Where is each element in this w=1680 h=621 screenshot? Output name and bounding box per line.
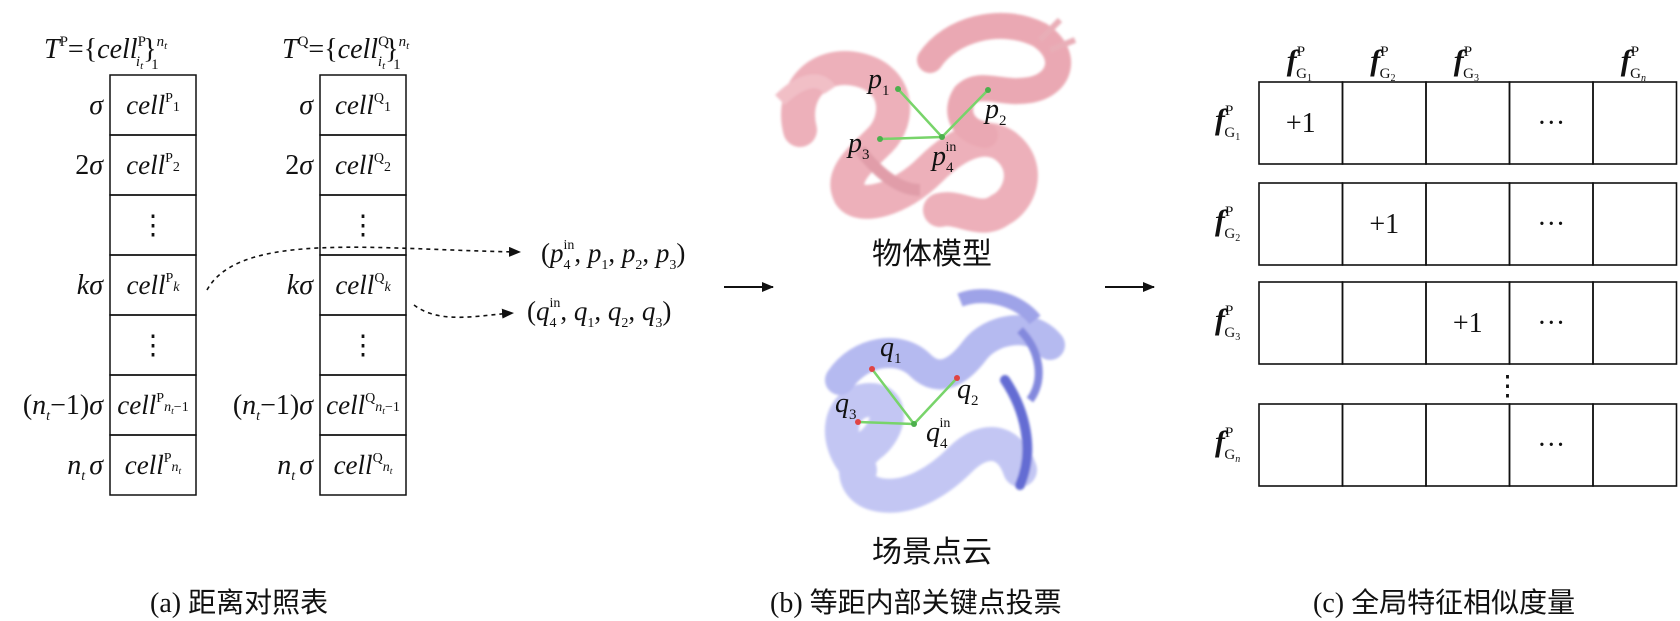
table-q-cell-text-5: ⋮	[350, 330, 377, 360]
table-q-cell-text-7: cellQnt	[334, 450, 393, 480]
scene-label: 场景点云	[872, 536, 992, 569]
table-p-cell-text-3: ⋮	[140, 210, 167, 240]
table-p-cell-text-2: cellP2	[126, 150, 180, 180]
point-label-q2: q2	[957, 374, 979, 409]
grid-cell-r2-c1	[1258, 182, 1344, 266]
table-p-row-label-1: σ	[89, 90, 104, 121]
table-p-cell-text-1: cellP1	[126, 90, 180, 120]
point-label-q1: q1	[880, 332, 902, 367]
tuple-p: (p4in, p1, p2, p3)	[541, 238, 685, 273]
table-q-row-label-2: 2σ	[285, 150, 314, 181]
grid-value-r3-c4: ···	[1537, 308, 1565, 339]
table-p-row-label-6: (nt−1)σ	[23, 390, 104, 424]
grid-value-r2-c4: ···	[1537, 209, 1565, 240]
point-label-p4in: p4in	[930, 140, 956, 176]
table-q-row-label-6: (nt−1)σ	[233, 390, 314, 424]
table-q-cell-text-1: cellQ1	[335, 90, 391, 120]
model-dragon-image	[775, 12, 1077, 233]
table-q-row-label-4: kσ	[287, 270, 314, 301]
point-label-p3: p3	[846, 128, 870, 163]
dashed-arrow-p	[206, 246, 521, 291]
table-q-cell-text-6: cellQnt−1	[326, 390, 400, 420]
grid-value-r1-c4: ···	[1537, 108, 1565, 139]
table-q-cell-text-4: cellQk	[335, 270, 391, 300]
point-label-p1: p1	[866, 64, 890, 99]
grid-cell-r4-c5	[1592, 403, 1678, 487]
grid-value-r3-c3: +1	[1453, 308, 1483, 339]
table-p-cell-text-5: ⋮	[140, 330, 167, 360]
table-q-cell-7	[319, 434, 407, 496]
grid-value-r4-c4: ···	[1537, 430, 1565, 461]
table-p-cell-7	[109, 434, 197, 496]
grid-cell-r4-c1	[1258, 403, 1344, 487]
grid-cell-r1-c2	[1341, 81, 1427, 165]
point-label-p2: p2	[983, 94, 1007, 129]
table-p-cell-text-7: cellPnt	[125, 450, 182, 480]
caption-c: (c) 全局特征相似度量	[1313, 587, 1575, 619]
grid-cell-r3-c5	[1592, 281, 1678, 365]
grid-vdots: ⋮	[1494, 371, 1522, 402]
table-p-row-label-2: 2σ	[75, 150, 104, 181]
grid-cell-r3-c1	[1258, 281, 1344, 365]
tuple-q: (q4in, q1, q2, q3)	[527, 296, 671, 331]
grid-cell-r4-c3	[1425, 403, 1511, 487]
caption-b: (b) 等距内部关键点投票	[770, 587, 1062, 619]
dashed-arrow-q	[413, 304, 514, 319]
table-p-row-label-4: kσ	[77, 270, 104, 301]
table-q-cell-text-3: ⋮	[350, 210, 377, 240]
grid-cell-r1-c3	[1425, 81, 1511, 165]
table-q-row-label-1: σ	[299, 90, 314, 121]
scene-dragon-image	[825, 289, 1065, 513]
grid-cell-r1-c5	[1592, 81, 1678, 165]
point-label-q3: q3	[835, 388, 857, 423]
grid-cell-r4-c2	[1341, 403, 1427, 487]
grid-value-r1-c1: +1	[1286, 108, 1316, 139]
table-q: cellQ1 σ cellQ2 2σ ⋮ cellQk kσ ⋮ cellQnt−1 (nt−1)…	[233, 74, 407, 496]
grid-value-r2-c2: +1	[1369, 209, 1399, 240]
grid-cell-r2-c5	[1592, 182, 1678, 266]
table-p-cell-text-4: cellPk	[127, 270, 181, 300]
grid-cell-r2-c3	[1425, 182, 1511, 266]
caption-a: (a) 距离对照表	[150, 587, 328, 619]
grid-cell-r3-c2	[1341, 281, 1427, 365]
table-p-cell-text-6: cellPnt−1	[117, 390, 188, 420]
point-label-q4in: q4in	[926, 416, 950, 452]
table-p: cellP1 σ cellP2 2σ ⋮ cellPk kσ ⋮ cellPnt−1 (nt−1)…	[23, 74, 197, 496]
scene-keypoint-graph	[855, 366, 960, 427]
model-keypoint-graph	[877, 86, 991, 142]
panel-b: p1 p2 p3 p4in q1 q2 q3 q4in 物体模型 场景点云 (b…	[770, 12, 1077, 619]
model-label: 物体模型	[872, 238, 992, 271]
table-q-cell-text-2: cellQ2	[335, 150, 391, 180]
